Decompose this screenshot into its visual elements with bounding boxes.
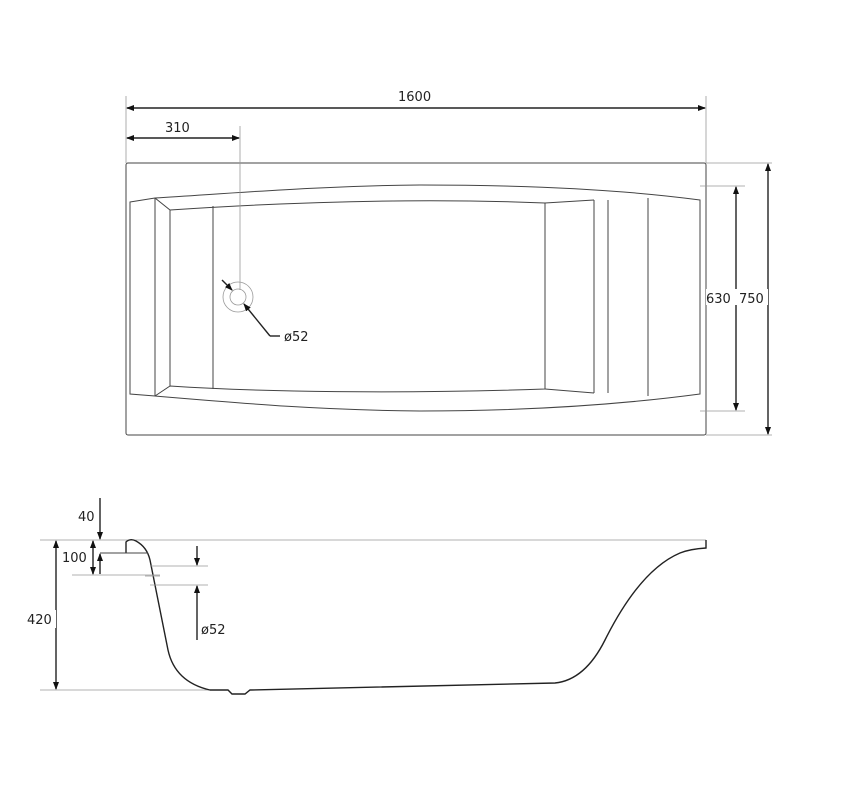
drain-diameter-label: ø52: [284, 330, 309, 345]
outer-width-label: 750: [739, 292, 764, 307]
drain-offset-label: 310: [165, 121, 190, 136]
dimension-length: 1600: [125, 90, 707, 163]
overflow-label: 100: [62, 551, 87, 566]
length-label: 1600: [398, 90, 431, 105]
height-label: 420: [27, 613, 52, 628]
inner-width-label: 630: [706, 292, 731, 307]
tub-basin-outline: [154, 197, 546, 397]
top-view: ø52 1600 310 630 750: [125, 90, 772, 436]
overflow-diameter-label: ø52: [201, 623, 226, 638]
side-view: 420 40 100 ø52: [24, 498, 707, 695]
tub-profile: [125, 539, 707, 695]
tub-inner-rim: [129, 184, 701, 412]
dimension-drain-offset: 310: [126, 121, 241, 290]
rim-label: 40: [78, 510, 95, 525]
dimension-widths: 630 750: [700, 162, 772, 436]
drain: ø52: [221, 279, 309, 345]
